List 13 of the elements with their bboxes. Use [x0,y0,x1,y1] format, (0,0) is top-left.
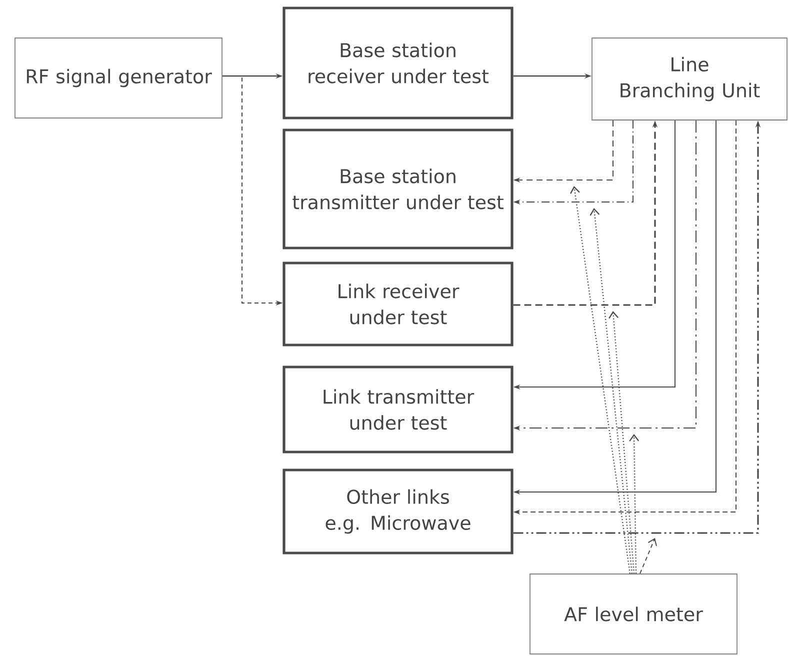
arrow [629,434,640,574]
box: Other links e.g. Microwave [282,468,514,554]
box: Base station transmitter under test [282,128,514,250]
arrow [570,186,631,574]
box: AF level meter [530,574,738,654]
arrow [590,208,633,574]
arrow [640,538,657,574]
box: Line Branching Unit [592,38,788,120]
arrow [608,311,635,574]
box: Base station receiver under test [282,6,514,120]
box: Link transmitter under test [282,366,514,454]
box: RF signal generator [14,38,222,118]
box: Link receiver under test [282,262,514,346]
